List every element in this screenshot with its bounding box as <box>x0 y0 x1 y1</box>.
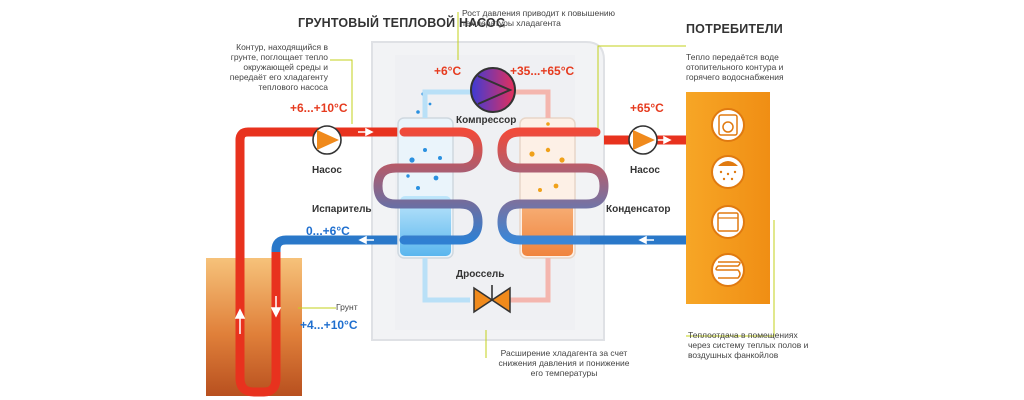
note-ground-loop: Контур, находящийся в грунте, поглощает … <box>229 42 328 92</box>
shower-icon <box>711 155 745 189</box>
temp-ground: +4...+10°C <box>300 318 358 332</box>
ground-loop-pipe <box>235 135 281 397</box>
ground-loop-supply <box>235 127 404 141</box>
temp-compressor-in: +6°C <box>434 64 462 78</box>
note-leader-lines <box>298 12 775 358</box>
label-pump-left: Насос <box>312 165 342 176</box>
label-throttle: Дроссель <box>456 269 505 280</box>
compressor <box>470 67 516 113</box>
ground-flow-down-arrow <box>270 296 282 318</box>
ground-flow-up-arrow <box>234 308 246 334</box>
note-heat-transfer: Теплоотдача в помещениях через систему т… <box>688 330 809 360</box>
temp-consumer-supply: +65°C <box>630 101 664 115</box>
refrigerant-liquid-line <box>510 258 551 303</box>
temp-ground-return: 0...+6°C <box>306 224 350 238</box>
label-ground: Грунт <box>336 302 358 312</box>
red-supply-arrow <box>358 127 374 137</box>
blue-return-arrow <box>358 235 374 245</box>
note-compressor: Рост давления приводит к повышению темпе… <box>462 8 616 28</box>
pump-right-impeller <box>633 130 655 150</box>
temp-compressor-out: +35...+65°C <box>510 64 575 78</box>
ground-loop-return <box>271 235 404 252</box>
floor-heating-icon <box>711 253 745 287</box>
compressor-symbol <box>477 75 513 105</box>
condenser-bubbles <box>529 122 565 192</box>
oven-icon <box>711 205 745 239</box>
temp-ground-out: +6...+10°C <box>290 101 348 115</box>
refrigerant-expanded-line <box>422 258 470 303</box>
pump-left-impeller <box>317 130 339 150</box>
label-compressor: Компрессор <box>456 115 517 126</box>
refrigerant-from-compressor <box>516 89 551 118</box>
consumers-title: ПОТРЕБИТЕЛИ <box>686 22 783 36</box>
refrigerant-to-compressor <box>422 89 470 118</box>
consumer-supply-arrow <box>656 135 672 145</box>
note-throttle: Расширение хладагента за счет снижения д… <box>498 348 630 378</box>
condenser-coil <box>497 127 609 245</box>
consumer-return-arrow <box>638 235 654 245</box>
diagram-title: ГРУНТОВЫЙ ТЕПЛОВОЙ НАСОС <box>298 16 506 30</box>
ground-block <box>206 258 302 396</box>
note-consumers: Тепло передаётся воде отопительного конт… <box>686 52 784 82</box>
label-pump-right: Насос <box>630 165 660 176</box>
evaporator-coil <box>373 127 483 245</box>
label-condenser: Конденсатор <box>606 204 671 215</box>
washing-machine-icon <box>711 108 745 142</box>
label-evaporator: Испаритель <box>312 204 372 215</box>
